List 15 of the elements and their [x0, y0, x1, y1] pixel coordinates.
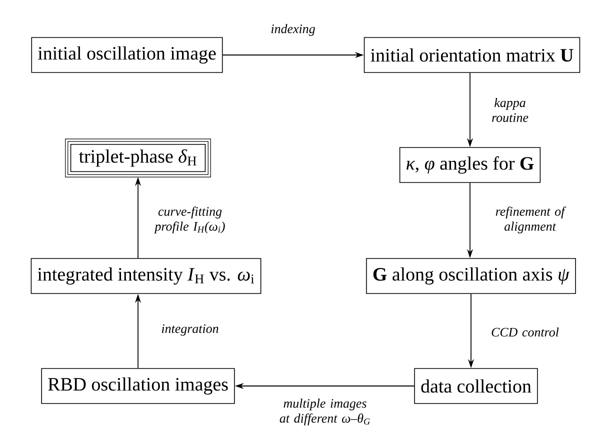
- process-box: integrated intensity I$_{H}$ vs. ω$_{i}$: [30, 258, 262, 294]
- edge-label: refinement of alignment: [496, 206, 566, 234]
- process-box: initial oscillation image: [31, 37, 223, 73]
- edge-label: integration: [162, 324, 218, 336]
- edge-label: indexing: [271, 24, 315, 36]
- process-box: G along oscillation axis ψ: [366, 258, 576, 294]
- edge-label: kappa routine: [492, 98, 528, 122]
- edge-label: curve-fitting profile I$_{H}$(ω$_{i}$): [154, 206, 225, 234]
- process-box: RBD oscillation images: [41, 368, 235, 404]
- edge-label: multiple images at different ω–θ$_{G}$: [280, 398, 370, 426]
- result-box: triplet-phase δ$_{H}$: [65, 138, 211, 178]
- process-box: initial orientation matrix U: [364, 37, 580, 73]
- process-box: data collection: [414, 368, 538, 404]
- edge-label: CCD control: [492, 327, 559, 337]
- process-box: κ, φ angles for G: [399, 147, 541, 183]
